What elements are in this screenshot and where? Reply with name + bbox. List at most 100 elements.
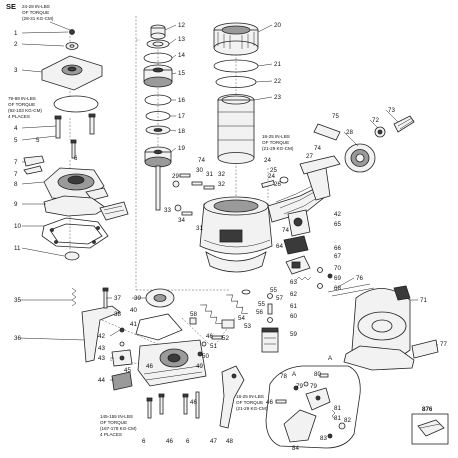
svg-text:(21-29 KG-CM): (21-29 KG-CM) [262, 146, 294, 151]
part-piston-19 [144, 146, 172, 211]
callout-60: 60 [290, 313, 297, 320]
callout-16: 16 [178, 97, 185, 104]
part-cap-54 [221, 319, 235, 329]
model-box: 876 [411, 406, 449, 445]
callout-42-b: 42 [334, 211, 341, 218]
part-springs-63 [295, 276, 312, 281]
callout-45: 45 [124, 367, 131, 374]
part-valve-72 [374, 126, 386, 138]
part-piece-58 [189, 317, 197, 325]
svg-text:(167-178 KG-CM): (167-178 KG-CM) [100, 426, 137, 431]
callout-68: 68 [334, 285, 341, 292]
part-screws-30-32 [179, 173, 215, 190]
svg-text:24-28 IN-LBS: 24-28 IN-LBS [22, 4, 50, 9]
part-latch-84 [283, 387, 331, 443]
part-bits-50-52 [197, 335, 223, 357]
part-label-75 [313, 123, 341, 141]
callout-7: 7 [14, 159, 18, 166]
callout-77: 77 [440, 341, 447, 348]
part-stack-12 [150, 24, 166, 40]
callout-36: 36 [14, 335, 21, 342]
callout-22: 22 [274, 78, 281, 85]
part-bar-37 [102, 287, 109, 309]
callout-29: 29 [172, 173, 179, 180]
callout-78: 78 [280, 373, 287, 380]
callout-53: 53 [244, 323, 251, 330]
callout-58: 58 [190, 311, 197, 318]
callout-79: 79 [296, 383, 303, 390]
callout-74-c: 74 [314, 145, 321, 152]
part-trigger-assembly-65 [287, 209, 311, 237]
callout-81-b: 81 [334, 415, 341, 422]
callout-73: 73 [388, 107, 395, 114]
part-actuator-43 [111, 349, 133, 367]
callout-5-b: 5 [36, 137, 40, 144]
svg-text:OF TORQUE: OF TORQUE [262, 140, 289, 145]
part-cap-3 [41, 55, 103, 91]
svg-text:OF TORQUE: OF TORQUE [100, 420, 127, 425]
svg-text:18-25 IN-LBS: 18-25 IN-LBS [236, 394, 264, 399]
part-spring-35 [71, 287, 77, 307]
callout-44: 44 [98, 377, 105, 384]
part-plug-11 [64, 251, 80, 261]
callout-46-d: 46 [266, 399, 273, 406]
callout-25: 25 [270, 167, 277, 174]
callout-63: 63 [290, 279, 297, 286]
callout-48: 48 [226, 438, 233, 445]
svg-text:4 PLACES: 4 PLACES [100, 432, 122, 437]
svg-text:(28-31 KG-CM): (28-31 KG-CM) [22, 16, 54, 21]
callout-33: 33 [164, 207, 171, 214]
callout-72: 72 [372, 117, 379, 124]
callout-67: 67 [334, 253, 341, 260]
torque-note-4: 18-25 IN-LBS OF TORQUE (21-29 KG-CM) [236, 394, 268, 411]
part-spring-56 [226, 294, 249, 314]
callout-2: 2 [14, 41, 18, 48]
callout-46: 46 [166, 438, 173, 445]
part-washer-2 [65, 42, 79, 50]
callout-labels: 1 2 3 4 5 6 7 8 9 10 11 12 13 14 15 16 1… [14, 22, 447, 452]
callout-28: 28 [346, 129, 353, 136]
part-cap-20 [213, 22, 259, 56]
callout-55-b: 55 [270, 287, 277, 294]
callout-12: 12 [178, 22, 185, 29]
part-magazine-71 [343, 285, 415, 371]
callout-32: 32 [218, 171, 225, 178]
callout-54: 54 [238, 315, 245, 322]
torque-note-5: 145-155 IN-LBS OF TORQUE (167-178 KG-CM)… [100, 414, 137, 437]
diagram-header: SE [6, 2, 16, 11]
callout-43: 43 [98, 355, 105, 362]
part-gasket-9 [43, 195, 129, 221]
callout-21: 21 [274, 61, 281, 68]
part-cylinder-23 [217, 94, 255, 164]
part-screw-24 [261, 180, 275, 188]
callout-6-c: 6 [186, 438, 190, 445]
callout-83: 83 [320, 435, 327, 442]
callout-26: 26 [274, 181, 281, 188]
part-valve-67 [285, 255, 311, 275]
callout-46-c: 46 [190, 399, 197, 406]
callout-32-b: 32 [218, 181, 225, 188]
callout-31-b: 31 [196, 225, 203, 232]
callout-23: 23 [274, 94, 281, 101]
detail-marker: A [328, 355, 333, 362]
callout-65: 65 [334, 221, 341, 228]
callout-43-b: 43 [98, 345, 105, 352]
part-arm-36 [81, 305, 121, 363]
part-housing [199, 167, 331, 273]
part-screw-1 [69, 29, 75, 35]
callout-57: 57 [276, 295, 283, 302]
part-bits-68-70 [317, 267, 333, 289]
svg-text:145-155 IN-LBS: 145-155 IN-LBS [100, 414, 133, 419]
callout-79-b: 79 [310, 383, 317, 390]
part-bits-78-83 [293, 373, 346, 439]
callout-27: 27 [306, 153, 313, 160]
torque-note-1: 24-28 IN-LBS OF TORQUE (28-31 KG-CM) [22, 4, 71, 31]
part-bellows-39 [145, 288, 175, 308]
callout-51: 51 [210, 343, 217, 350]
part-small-46-inset [275, 399, 287, 404]
callout-41: 41 [130, 321, 137, 328]
part-stem-57-60 [267, 293, 273, 323]
callout-70: 70 [334, 265, 341, 272]
callout-5: 5 [14, 137, 18, 144]
part-block-64 [283, 235, 309, 255]
